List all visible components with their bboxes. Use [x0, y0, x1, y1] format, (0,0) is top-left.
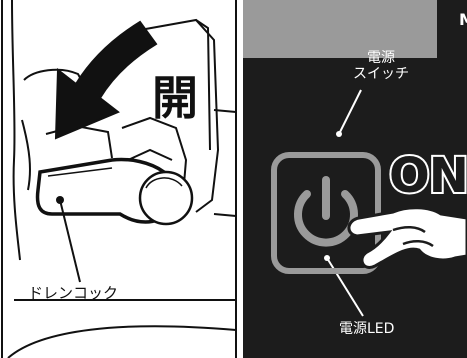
drain-illustration-panel: 開 ドレンコック	[0, 0, 237, 358]
power-switch-label: 電源 スイッチ	[351, 50, 411, 82]
power-icon	[294, 176, 358, 247]
drain-cock-knob	[138, 170, 194, 226]
power-button[interactable]	[271, 152, 381, 274]
down-left-arrow-icon	[54, 20, 158, 140]
on-label: ON	[387, 146, 467, 206]
panel-divider	[237, 0, 243, 358]
open-label: 開	[152, 71, 198, 125]
drain-cock-illustration	[1, 0, 237, 358]
top-corner-text: M	[459, 10, 467, 29]
panel-overlay	[324, 89, 364, 317]
power-led-label: 電源LED	[339, 321, 395, 337]
control-panel: M 電源 スイッチ ON 電源LED	[243, 0, 467, 358]
power-switch-label-line2: スイッチ	[353, 66, 409, 82]
power-switch-label-line1: 電源	[367, 50, 395, 66]
display-window	[243, 0, 437, 58]
drain-cock-label: ドレンコック	[28, 284, 119, 302]
